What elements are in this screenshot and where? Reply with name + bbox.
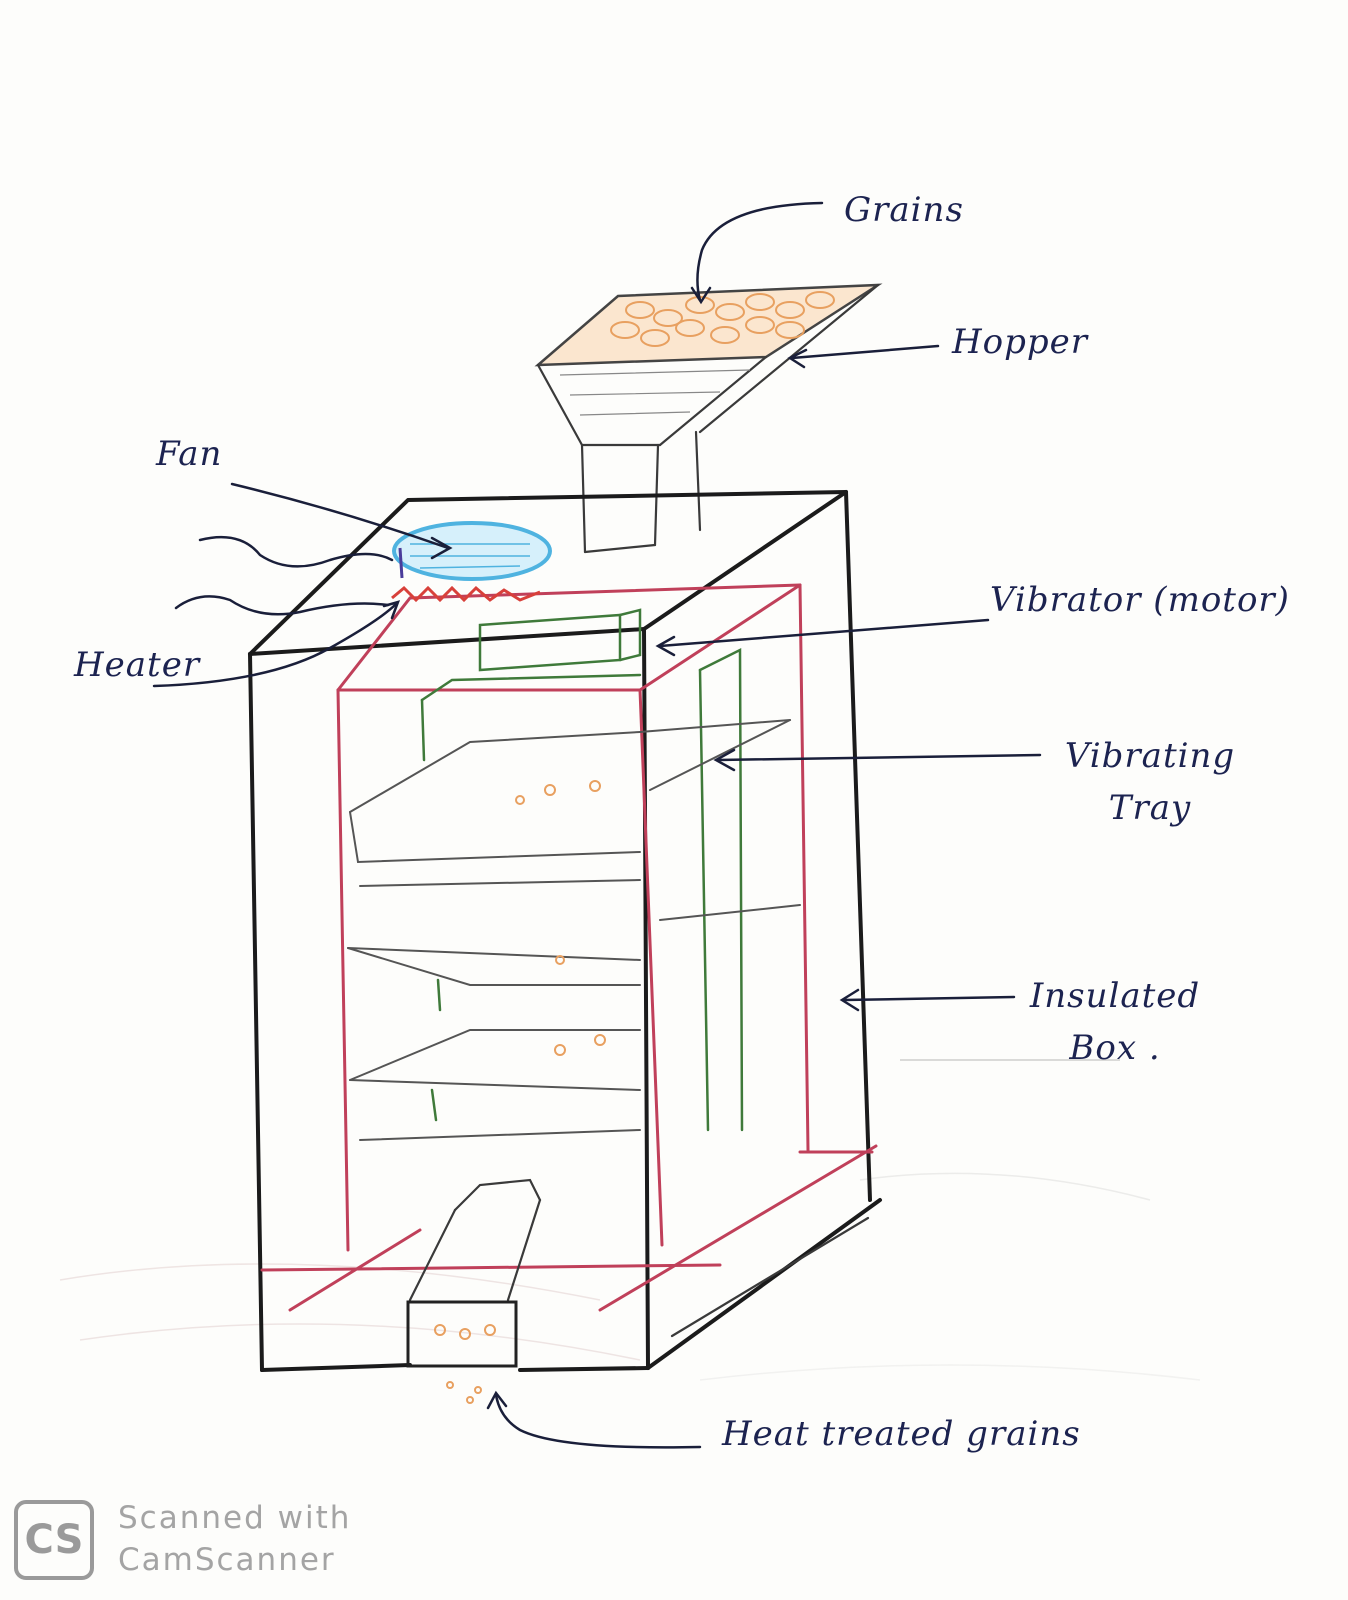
label-insulated-box: Insulated Box . xyxy=(1010,970,1220,1074)
leader-lines xyxy=(154,203,1040,1447)
label-heater: Heater xyxy=(74,645,200,685)
label-vibrating-tray: Vibrating Tray xyxy=(1040,730,1260,834)
vibrator-motor xyxy=(422,610,742,1130)
background-shading xyxy=(60,1060,1200,1380)
watermark-line-1: Scanned with xyxy=(118,1500,351,1536)
label-grains: Grains xyxy=(844,190,964,230)
hopper xyxy=(538,285,878,552)
label-heat-treated-grains: Heat treated grains xyxy=(722,1414,1081,1454)
label-vibrator: Vibrator (motor) xyxy=(990,580,1290,620)
label-hopper: Hopper xyxy=(952,322,1088,362)
fan xyxy=(394,523,550,579)
trays xyxy=(348,720,800,1140)
watermark-line-2: CamScanner xyxy=(118,1542,336,1578)
insulated-box xyxy=(250,492,880,1370)
camscanner-watermark: CS Scanned with CamScanner xyxy=(14,1500,344,1584)
label-fan: Fan xyxy=(156,434,222,474)
camscanner-logo: CS xyxy=(14,1500,94,1580)
